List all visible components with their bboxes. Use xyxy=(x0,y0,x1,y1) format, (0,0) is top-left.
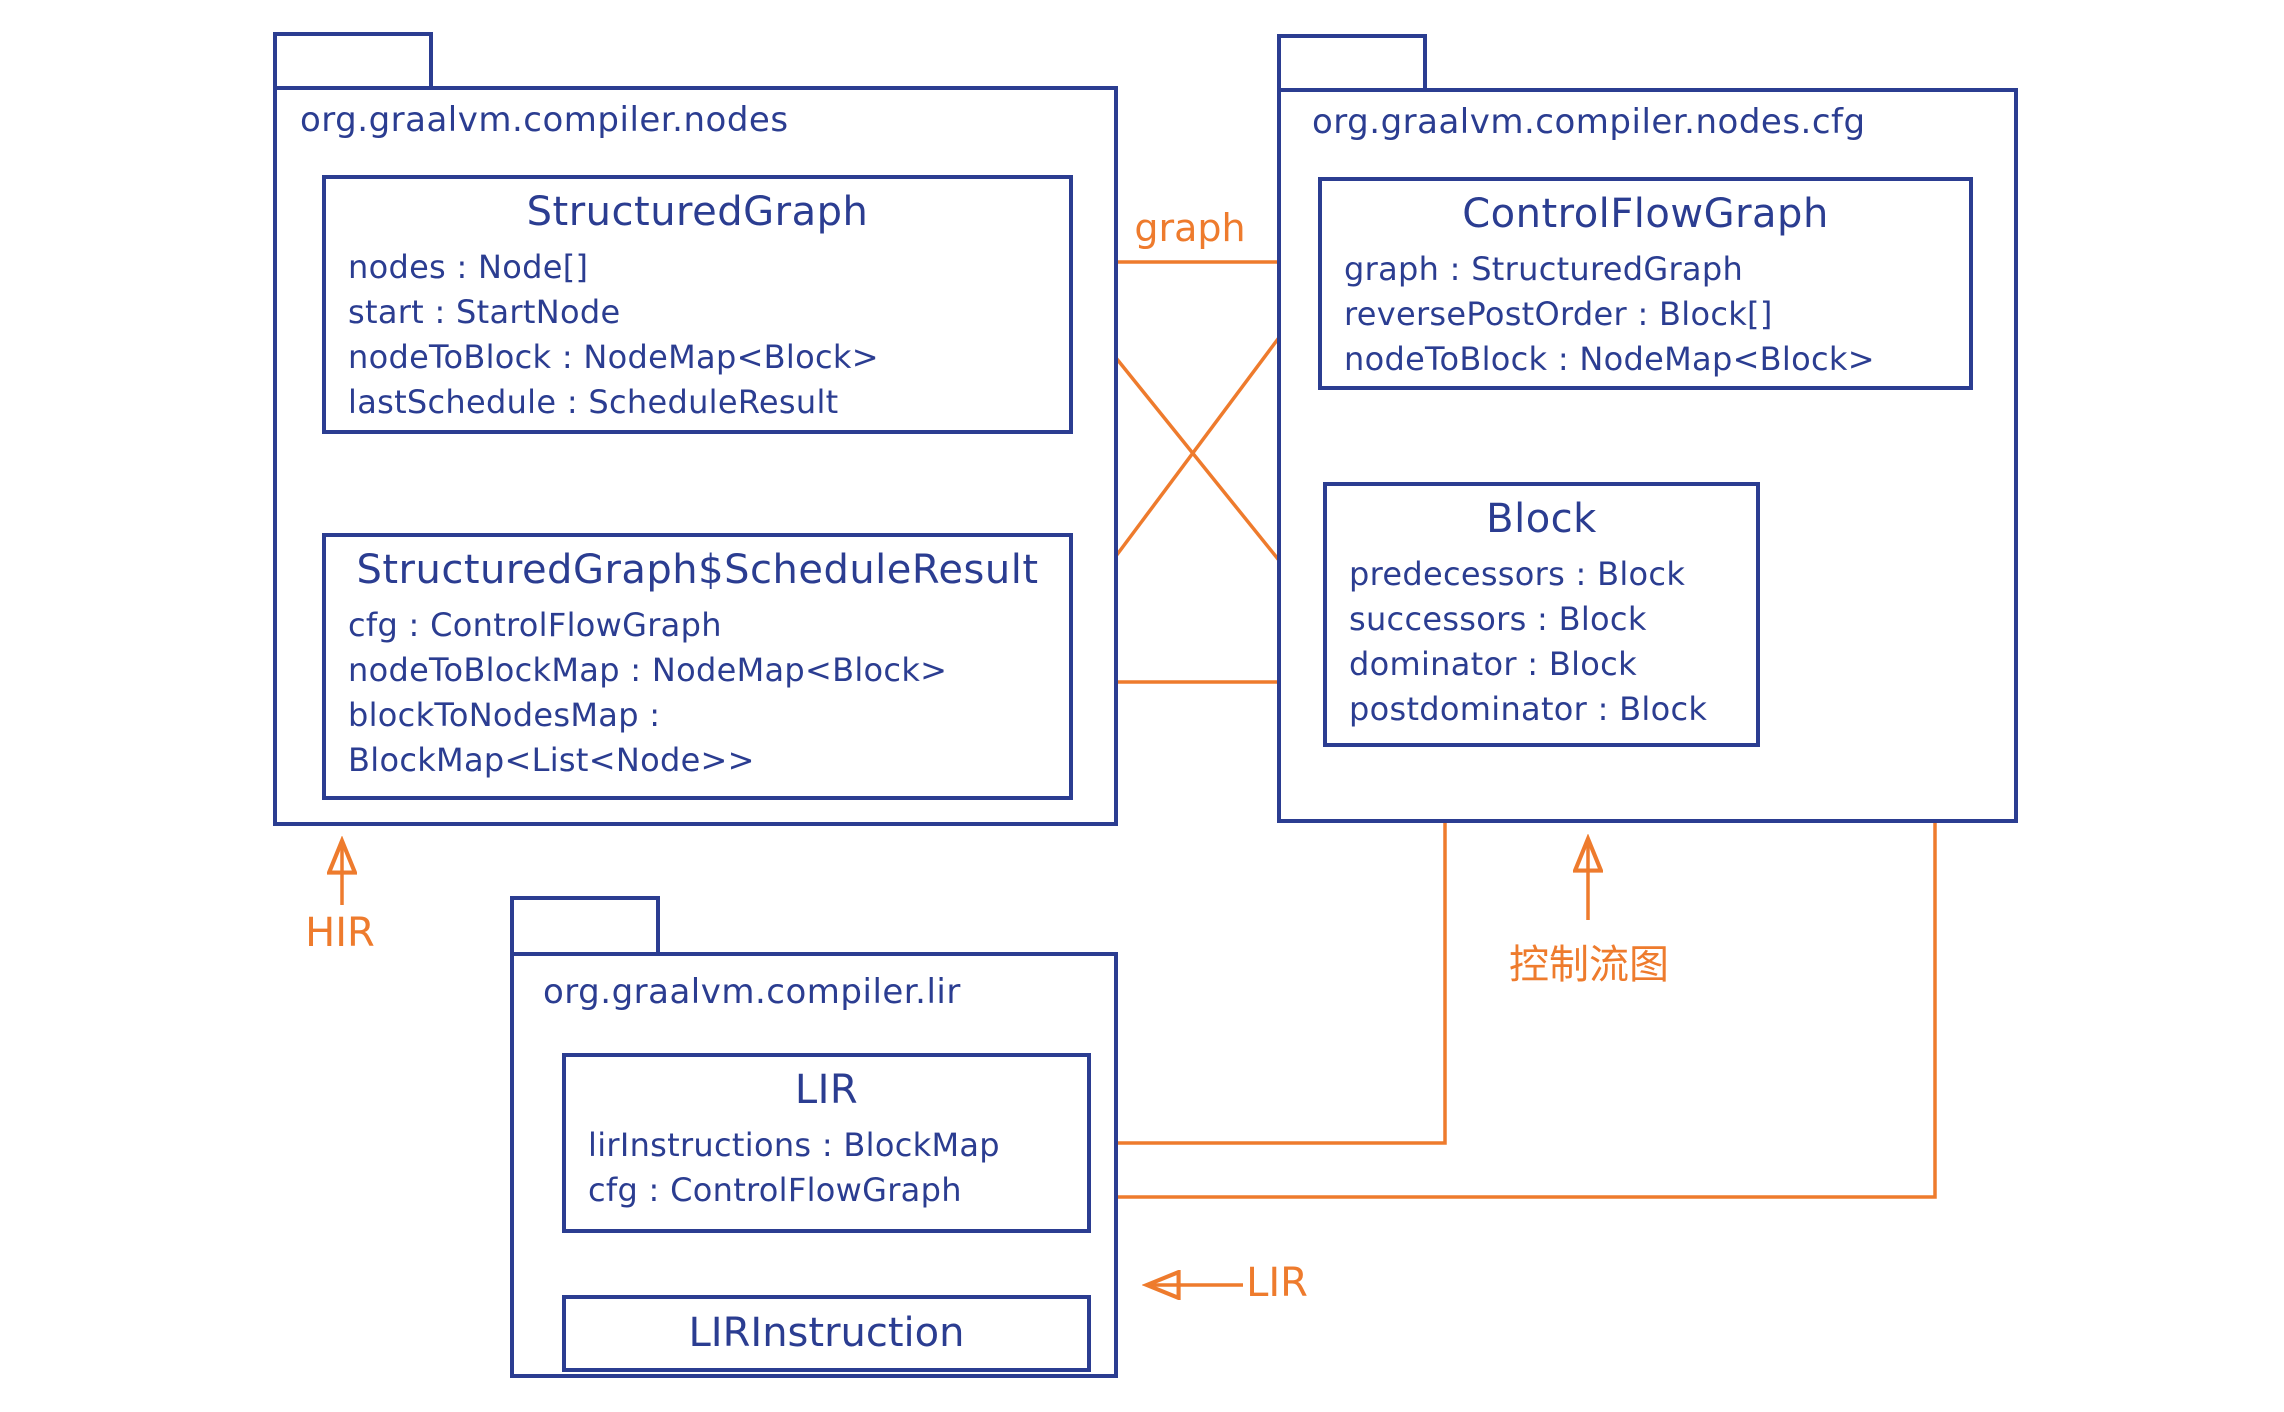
class-box-structuredgraph: StructuredGraph nodes : Node[] start : S… xyxy=(322,175,1073,434)
class-attribute: blockToNodesMap : xyxy=(348,696,661,734)
class-box-controlflowgraph: ControlFlowGraph graph : StructuredGraph… xyxy=(1318,177,1973,390)
class-attribute: cfg : ControlFlowGraph xyxy=(348,606,722,644)
class-attribute: cfg : ControlFlowGraph xyxy=(588,1171,962,1209)
class-box-scheduleresult: StructuredGraph$ScheduleResult cfg : Con… xyxy=(322,533,1073,800)
class-attribute: nodeToBlock : NodeMap<Block> xyxy=(348,338,879,376)
class-attrs-lir: lirInstructions : BlockMap cfg : Control… xyxy=(566,1123,1087,1213)
class-name-controlflowgraph: ControlFlowGraph xyxy=(1462,191,1829,237)
class-box-lir: LIR lirInstructions : BlockMap cfg : Con… xyxy=(562,1053,1091,1233)
class-attrs-structuredgraph: nodes : Node[] start : StartNode nodeToB… xyxy=(326,245,1069,425)
class-attribute: postdominator : Block xyxy=(1349,690,1708,728)
class-box-block: Block predecessors : Block successors : … xyxy=(1323,482,1760,747)
edge-label-hir: HIR xyxy=(305,910,375,956)
class-attribute: dominator : Block xyxy=(1349,645,1637,683)
class-attribute: predecessors : Block xyxy=(1349,555,1686,593)
package-nodes-cfg-tab xyxy=(1277,34,1427,88)
edge-label-graph: graph xyxy=(1134,206,1246,250)
class-attribute: nodes : Node[] xyxy=(348,248,589,286)
package-nodes-tab xyxy=(273,32,433,86)
class-attribute: reversePostOrder : Block[] xyxy=(1344,295,1773,333)
class-name-structuredgraph: StructuredGraph xyxy=(526,189,869,235)
class-attribute: BlockMap<List<Node>> xyxy=(348,741,755,779)
class-attribute: nodeToBlockMap : NodeMap<Block> xyxy=(348,651,948,689)
class-attribute: graph : StructuredGraph xyxy=(1344,250,1744,288)
class-attribute: start : StartNode xyxy=(348,293,621,331)
class-box-lirinstruction: LIRInstruction xyxy=(562,1295,1091,1372)
class-name-scheduleresult: StructuredGraph$ScheduleResult xyxy=(356,547,1039,593)
class-attribute: lirInstructions : BlockMap xyxy=(588,1126,1000,1164)
class-name-block: Block xyxy=(1486,496,1597,542)
class-attrs-controlflowgraph: graph : StructuredGraph reversePostOrder… xyxy=(1322,247,1969,382)
package-nodes-title: org.graalvm.compiler.nodes xyxy=(300,100,789,140)
class-name-lirinstruction: LIRInstruction xyxy=(688,1310,965,1356)
class-attribute: nodeToBlock : NodeMap<Block> xyxy=(1344,340,1875,378)
class-attrs-scheduleresult: cfg : ControlFlowGraph nodeToBlockMap : … xyxy=(326,603,1069,783)
edge-label-control-flow-chinese: 控制流图 xyxy=(1509,942,1669,988)
package-lir-tab xyxy=(510,896,660,952)
class-name-lir: LIR xyxy=(794,1067,859,1113)
class-attribute: lastSchedule : ScheduleResult xyxy=(348,383,839,421)
class-attribute: successors : Block xyxy=(1349,600,1647,638)
package-nodes-cfg-title: org.graalvm.compiler.nodes.cfg xyxy=(1312,102,1866,142)
package-lir-title: org.graalvm.compiler.lir xyxy=(543,972,961,1012)
edge-label-lir: LIR xyxy=(1246,1260,1308,1306)
class-attrs-block: predecessors : Block successors : Block … xyxy=(1327,552,1756,732)
